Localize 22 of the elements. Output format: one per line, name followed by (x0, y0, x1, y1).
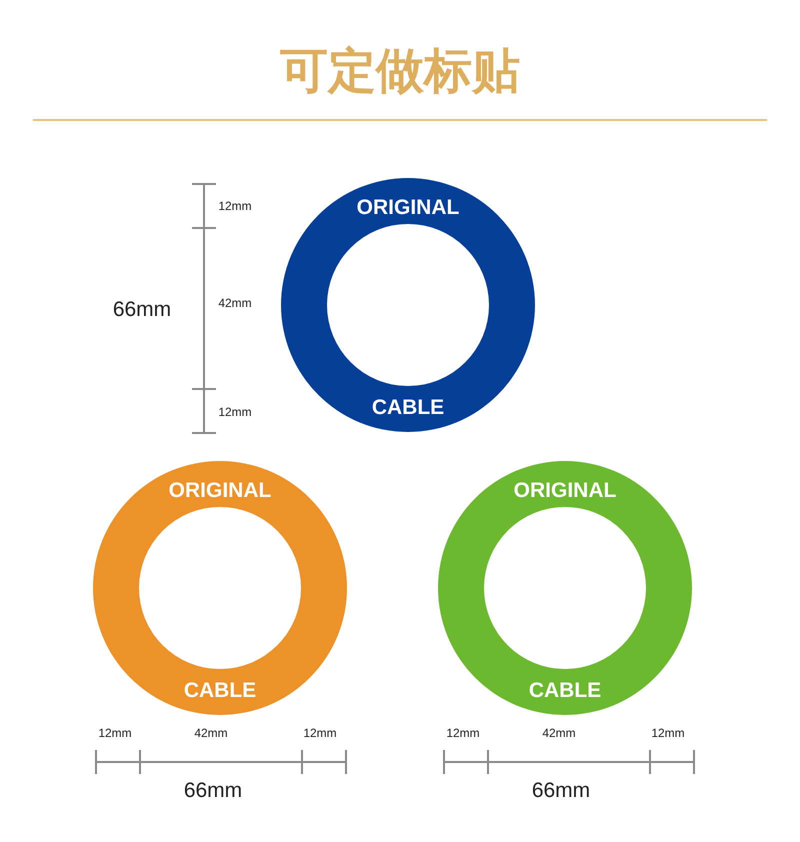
dimension-label: 66mm (112, 297, 172, 324)
dimension-label: 12mm (217, 199, 253, 215)
ring-text: CABLE (528, 678, 602, 704)
dimension-label: 12mm (650, 726, 686, 742)
ring-text: ORIGINAL (356, 195, 460, 221)
title: 可定做标贴 (279, 44, 521, 100)
ring-text: ORIGINAL (168, 478, 272, 504)
ring-sticker (93, 461, 347, 715)
dimension-label: 42mm (217, 296, 253, 312)
ring-sticker (438, 461, 692, 715)
dimension-label: 42mm (541, 726, 577, 742)
dimension-label: 12mm (217, 405, 253, 421)
ring-text: CABLE (182, 678, 258, 704)
dimension-label: 42mm (193, 726, 229, 742)
dimension-label: 12mm (302, 726, 338, 742)
dimension-label: 12mm (97, 726, 133, 742)
dimension-label: 66mm (182, 778, 244, 804)
ring-sticker (281, 178, 535, 432)
dimension-label: 12mm (445, 726, 481, 742)
ring-text: CABLE (370, 395, 446, 421)
ring-text: ORIGINAL (512, 478, 618, 504)
dimension-label: 66mm (530, 778, 592, 804)
